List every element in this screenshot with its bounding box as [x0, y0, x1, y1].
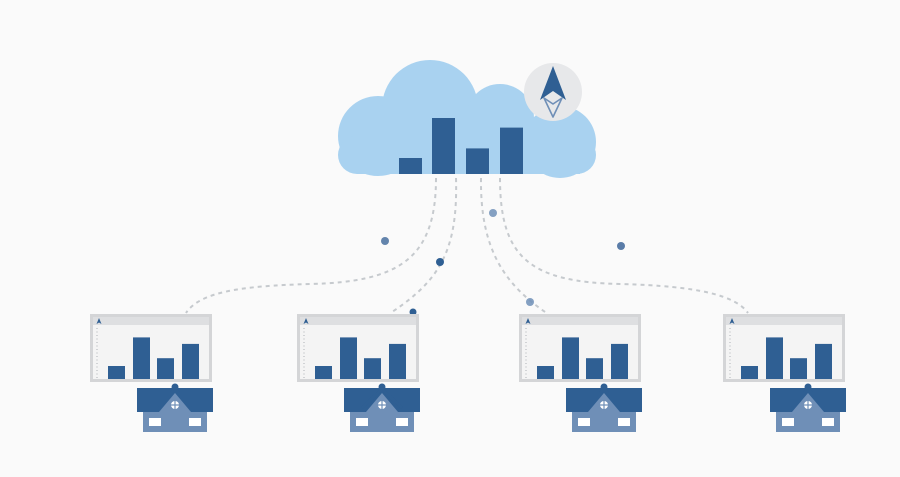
packet-dot: [409, 308, 417, 316]
dashboard-bar: [108, 366, 125, 379]
dashboard-bar: [815, 343, 832, 379]
connectors: [185, 177, 749, 315]
dashboard-bar: [611, 343, 628, 379]
mini-logo-icon: [525, 318, 531, 324]
packet-dot: [526, 298, 534, 306]
dashboard-bar: [157, 358, 174, 379]
mini-logo-icon: [729, 318, 735, 324]
house-node: [600, 383, 608, 391]
dashboard-group: [90, 314, 846, 432]
dashboard-bar: [364, 358, 381, 379]
dashboard-bar: [586, 358, 603, 379]
house-node: [804, 383, 812, 391]
dashboard-window: [519, 314, 642, 432]
cloud-bar: [432, 118, 455, 174]
house-node: [171, 383, 179, 391]
dashboard-bar: [766, 337, 783, 379]
dashboard-window: [90, 314, 213, 432]
house-icon: [566, 386, 642, 432]
connector-1: [185, 177, 437, 314]
window-titlebar: [93, 317, 209, 325]
dashboard-window: [297, 314, 420, 432]
dashboard-bar: [537, 366, 554, 379]
connector-2: [391, 177, 458, 313]
house-icon: [137, 386, 213, 432]
dashboard-bar: [562, 337, 579, 379]
cloud-bar-chart: [399, 118, 523, 174]
logo-badge: [524, 63, 582, 121]
cloud-bar: [466, 148, 489, 174]
packet-dot: [381, 237, 389, 245]
data-packets: [381, 209, 625, 316]
dashboard-bar: [741, 366, 758, 379]
dashboard-bar: [389, 343, 406, 379]
window-titlebar: [726, 317, 842, 325]
cloud-bar: [399, 158, 422, 174]
dashboard-bar: [315, 366, 332, 379]
packet-dot: [489, 209, 497, 217]
house-icon: [344, 386, 420, 432]
mini-logo-icon: [303, 318, 309, 324]
house-node: [378, 383, 386, 391]
dashboard-bar: [790, 358, 807, 379]
dashboard-bar: [182, 343, 199, 379]
window-titlebar: [300, 317, 416, 325]
packet-dot: [617, 242, 625, 250]
packet-dot: [436, 258, 444, 266]
connector-3: [479, 177, 549, 315]
dashboard-window: [723, 314, 846, 432]
connector-4: [499, 177, 749, 314]
house-icon: [770, 386, 846, 432]
window-titlebar: [522, 317, 638, 325]
compass-logo-icon: [540, 66, 566, 118]
cloud-bar: [500, 127, 523, 174]
mini-logo-icon: [96, 318, 102, 324]
dashboard-bar: [340, 337, 357, 379]
dashboard-bar: [133, 337, 150, 379]
